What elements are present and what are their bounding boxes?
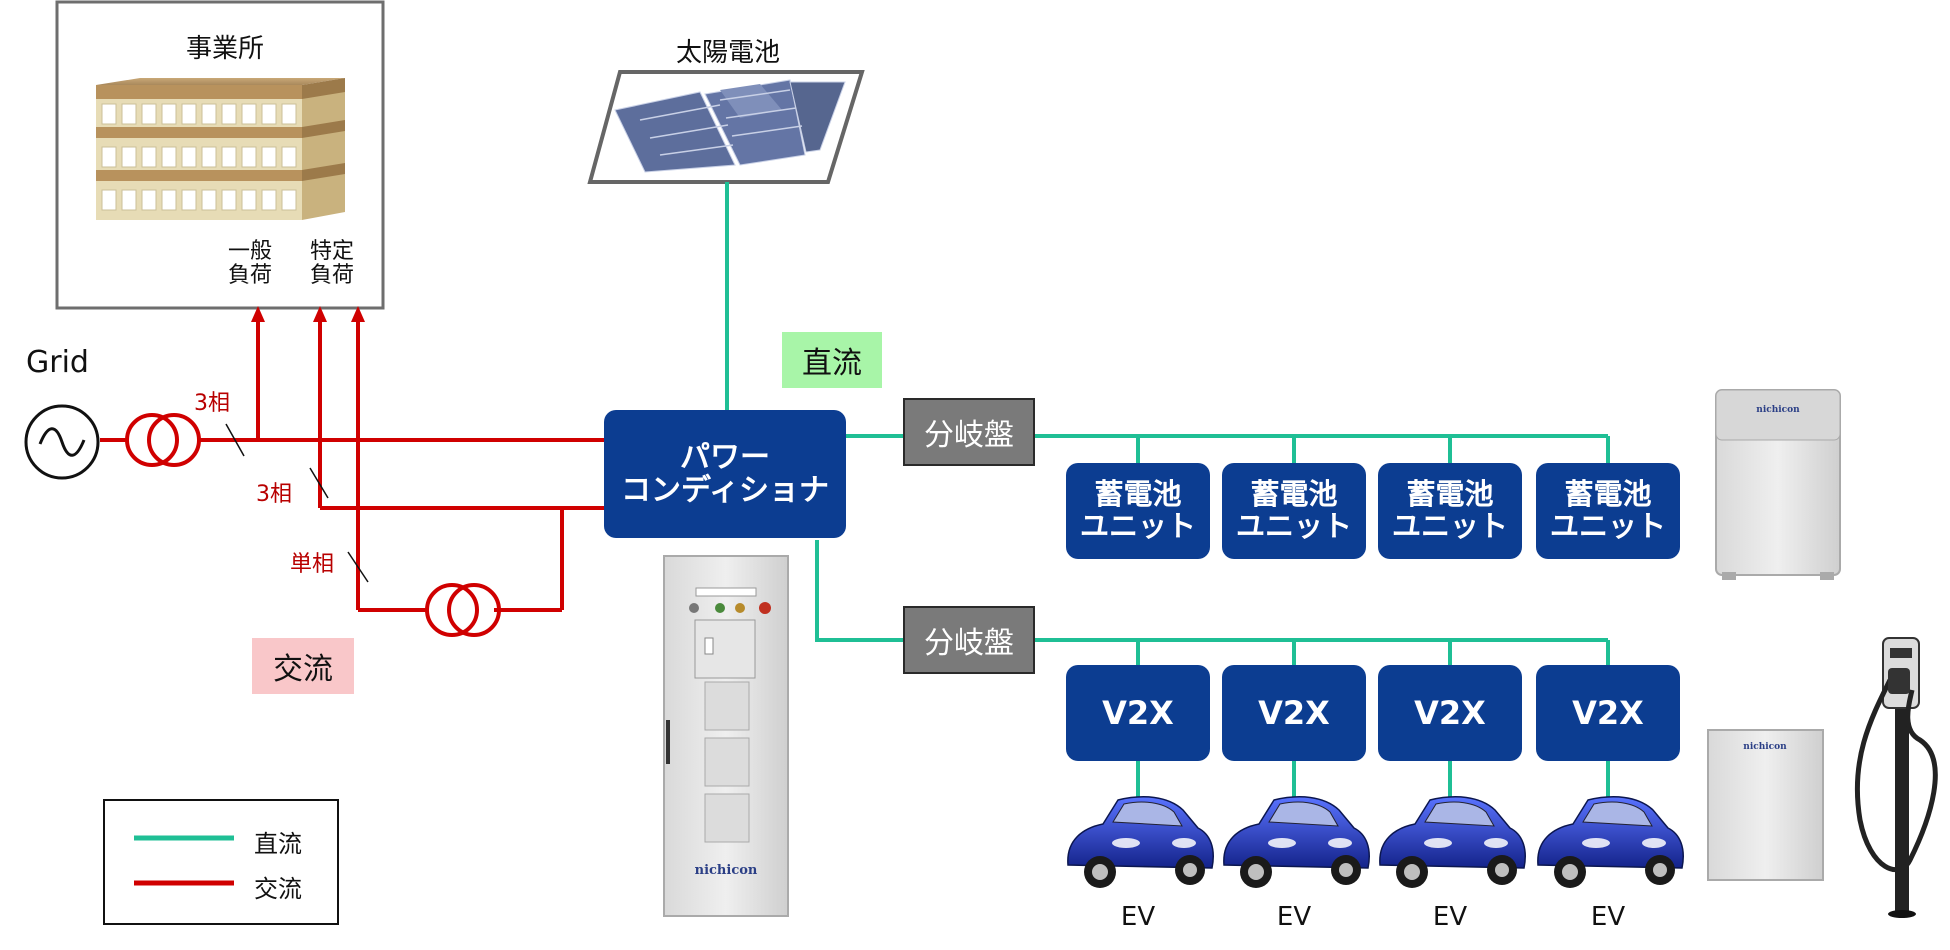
office-window	[261, 146, 277, 168]
specific-load-label: 特定 負荷	[310, 239, 355, 289]
dc-lines	[725, 182, 1610, 805]
office-window	[101, 189, 117, 211]
office-window	[121, 146, 137, 168]
general-load-line1: 一般	[228, 239, 273, 264]
legend-frame	[103, 799, 339, 925]
v2x-unit-2: V2X	[1222, 665, 1366, 761]
pcs-label-line2: コンディショナ	[621, 473, 829, 508]
office-window	[261, 103, 277, 125]
office-window	[161, 146, 177, 168]
office-window	[241, 103, 257, 125]
ev-car-4	[1537, 796, 1684, 888]
pcs-brand-logo: nichicon	[695, 863, 758, 878]
office-window	[161, 103, 177, 125]
office-window	[161, 189, 177, 211]
office-window	[221, 103, 237, 125]
office-window	[241, 189, 257, 211]
battery-unit-3-line2: ユニット	[1391, 509, 1508, 543]
battery-unit-3-line1: 蓄電池	[1406, 477, 1494, 512]
battery-unit-1: 蓄電池 ユニット	[1066, 463, 1210, 559]
phase-ticks	[225, 423, 369, 583]
office-window	[241, 146, 257, 168]
office-window	[181, 189, 197, 211]
office-window	[221, 189, 237, 211]
office-title: 事業所	[186, 34, 265, 64]
office-window	[221, 146, 237, 168]
battery-brand-logo: nichicon	[1756, 405, 1800, 415]
office-window	[201, 189, 217, 211]
legend-ac-label: 交流	[254, 875, 302, 903]
office-window	[181, 103, 197, 125]
office-window	[201, 146, 217, 168]
office-window	[281, 103, 297, 125]
charger-stand-illustration	[1854, 637, 1938, 918]
pcs-label-line1: パワー	[680, 440, 770, 475]
battery-unit-1-line2: ユニット	[1079, 509, 1196, 543]
v2x-unit-4: V2X	[1536, 665, 1680, 761]
office-window	[121, 103, 137, 125]
battery-cabinet-illustration: nichicon	[1715, 389, 1841, 580]
office-window	[101, 146, 117, 168]
battery-unit-4: 蓄電池 ユニット	[1536, 463, 1680, 559]
office-window	[281, 146, 297, 168]
battery-unit-1-line1: 蓄電池	[1094, 477, 1182, 512]
legend-dc-label: 直流	[254, 830, 302, 858]
ac-lines	[100, 318, 604, 612]
office-window	[121, 189, 137, 211]
battery-unit-2-line2: ユニット	[1235, 509, 1352, 543]
v2x-brand-logo: nichicon	[1743, 742, 1787, 752]
phase-label-single-phase: 単相	[290, 552, 335, 577]
dc-tag: 直流	[782, 332, 882, 388]
single-phase-transformer-icon	[425, 583, 501, 637]
ac-tag: 交流	[252, 638, 354, 694]
office-window	[141, 146, 157, 168]
distribution-panel-lower: 分岐盤	[903, 606, 1035, 674]
specific-load-line2: 負荷	[310, 263, 355, 289]
solar-title: 太陽電池	[676, 38, 781, 68]
phase-label-3phase-grid: 3相	[194, 391, 230, 416]
v2x-unit-3: V2X	[1378, 665, 1522, 761]
general-load-line2: 負荷	[228, 263, 273, 289]
phase-label-3phase-load: 3相	[256, 482, 292, 507]
grid-transformer-icon	[125, 413, 201, 467]
ac-arrowheads	[251, 306, 365, 322]
grid-title: Grid	[26, 345, 89, 380]
solar-panels-illustration	[614, 79, 846, 173]
office-window	[101, 103, 117, 125]
v2x-wall-unit-illustration: nichicon	[1707, 729, 1824, 881]
ev-car-3	[1379, 796, 1526, 888]
power-conditioner-box: パワー コンディショナ	[604, 410, 846, 538]
office-window	[181, 146, 197, 168]
ev-label-3: EV	[1432, 902, 1468, 932]
v2x-unit-1: V2X	[1066, 665, 1210, 761]
grid-source-icon	[24, 404, 100, 480]
ev-car-1	[1067, 796, 1214, 888]
office-windows	[101, 103, 297, 211]
battery-unit-3: 蓄電池 ユニット	[1378, 463, 1522, 559]
battery-unit-4-line2: ユニット	[1549, 509, 1666, 543]
office-window	[261, 189, 277, 211]
battery-unit-2-line1: 蓄電池	[1250, 477, 1338, 512]
office-window	[141, 189, 157, 211]
battery-unit-4-line1: 蓄電池	[1564, 477, 1652, 512]
office-window	[281, 189, 297, 211]
office-window	[201, 103, 217, 125]
ev-cars	[1067, 796, 1684, 888]
pcs-cabinet-illustration: nichicon	[663, 555, 789, 917]
ev-label-4: EV	[1590, 902, 1626, 932]
distribution-panel-upper: 分岐盤	[903, 398, 1035, 466]
ev-car-2	[1223, 796, 1370, 888]
battery-unit-2: 蓄電池 ユニット	[1222, 463, 1366, 559]
ev-label-1: EV	[1120, 902, 1156, 932]
specific-load-line1: 特定	[310, 239, 355, 264]
general-load-label: 一般 負荷	[228, 239, 273, 289]
office-window	[141, 103, 157, 125]
ev-label-2: EV	[1276, 902, 1312, 932]
